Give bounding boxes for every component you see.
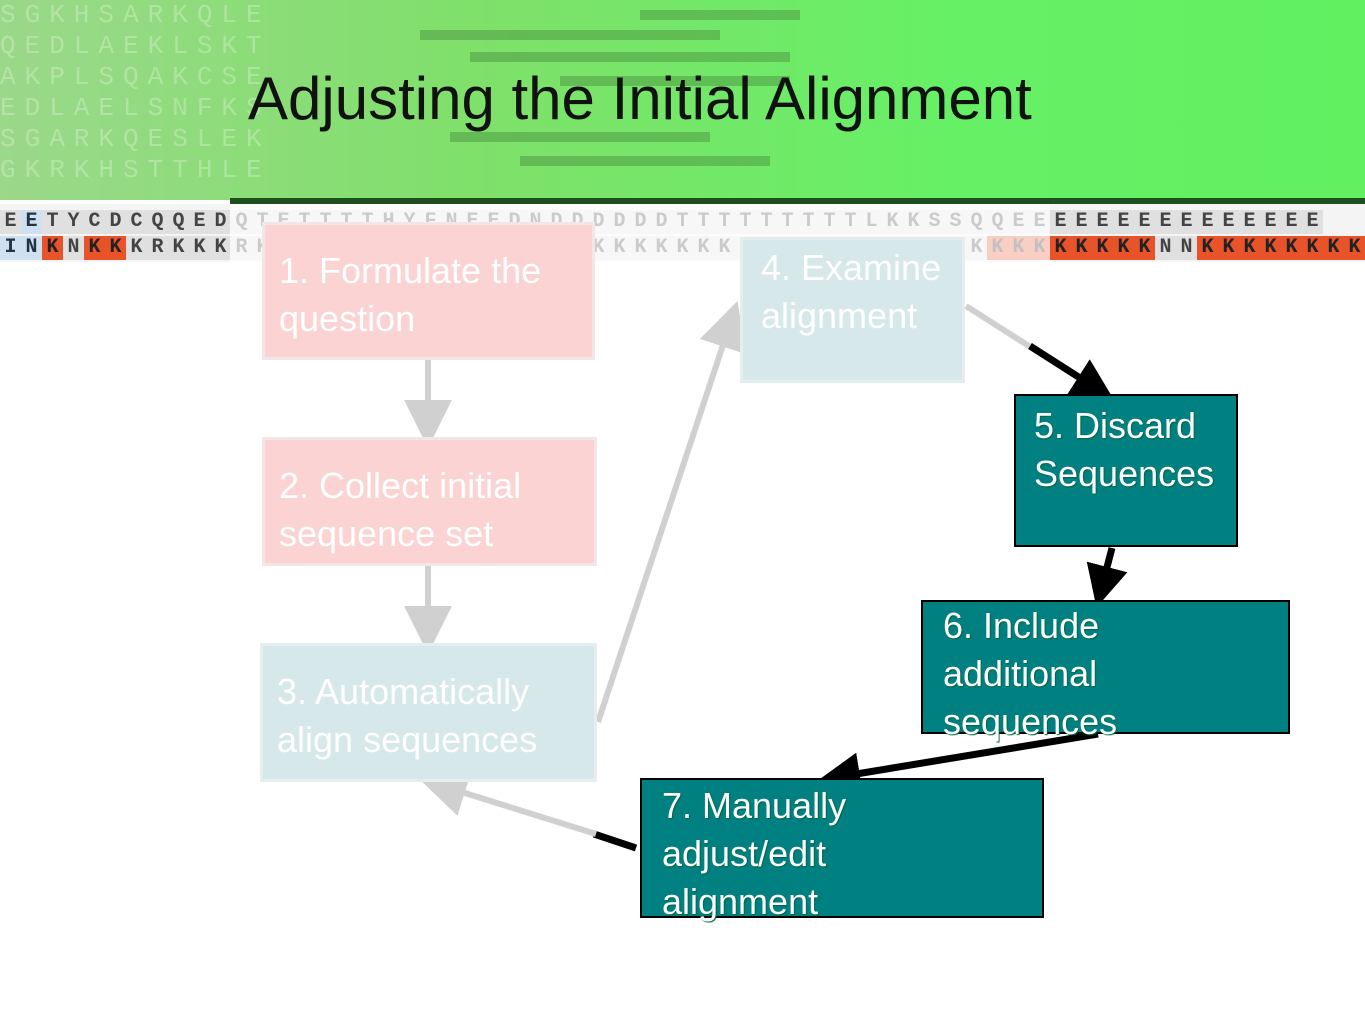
step-7-box: 7. Manually adjust/edit alignment [640,778,1044,922]
arrow-step7-tail [592,830,638,852]
banner-streak [470,52,790,62]
step-7-label: 7. Manually adjust/edit alignment [662,785,847,922]
step-4-label: 4. Examine alignment [761,247,942,336]
step-5-box: 5. Discard Sequences [1014,394,1238,547]
step-2-label: 2. Collect initial sequence set [279,465,522,554]
step-2-box: 2. Collect initial sequence set [262,437,597,566]
step-4-box: 4. Examine alignment [740,237,965,383]
slide-title: Adjusting the Initial Alignment [248,65,1032,132]
banner-green-band: SGKHSARKQLE QEDLAEKLSKT AKPLSQAKCSE EDLA… [0,0,1365,200]
banner-streak [640,10,800,20]
arrow-step4-to-step5 [1028,343,1114,400]
arrow-step4-tail [964,303,1034,351]
step-1-box: 1. Formulate the question [262,222,595,360]
banner-sequence-texture: SGKHSARKQLE QEDLAEKLSKT AKPLSQAKCSE EDLA… [0,0,271,185]
step-6-label: 6. Include additional sequences [943,605,1118,742]
step-3-box: 3. Automatically align sequences [260,643,597,782]
banner-streak [450,132,710,142]
arrow-step6-to-step7 [818,730,1099,795]
step-5-label: 5. Discard Sequences [1034,405,1215,494]
banner-streak [420,30,720,40]
step-1-label: 1. Formulate the question [279,250,542,339]
step-6-box: 6. Include additional sequences [921,600,1290,742]
banner-shadow [230,198,1365,204]
arrow-step5-to-step6 [1086,547,1128,608]
step-3-label: 3. Automatically align sequences [277,671,538,760]
banner-streak [520,156,770,166]
arrow-step7-to-step3 [418,770,597,837]
arrow-step3-to-step4 [595,300,746,723]
banner-streak [560,76,790,86]
